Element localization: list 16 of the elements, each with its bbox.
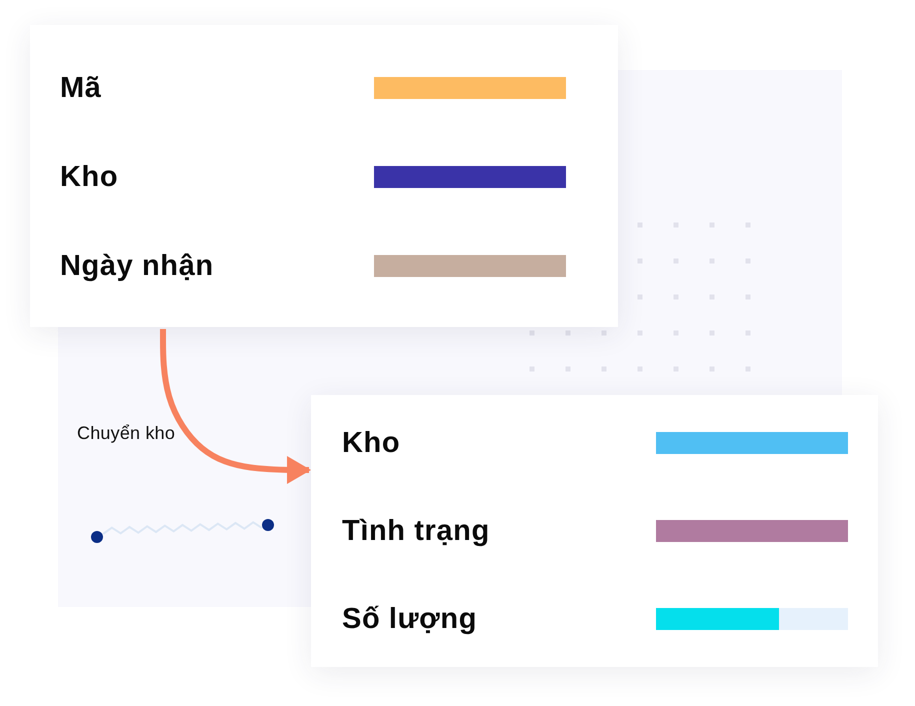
field-label: Số lượng xyxy=(342,602,478,636)
field-label: Tình trạng xyxy=(342,514,490,548)
field-label: Kho xyxy=(60,160,118,194)
value-bar xyxy=(656,432,848,454)
value-bar xyxy=(374,166,566,188)
data-card xyxy=(30,25,618,327)
value-bar xyxy=(374,77,566,99)
value-bar xyxy=(374,255,566,277)
field-label: Ngày nhận xyxy=(60,249,214,283)
arrow xyxy=(160,329,311,484)
progress-bar xyxy=(656,608,848,630)
data-card xyxy=(311,395,878,667)
field-label: Mã xyxy=(60,71,102,105)
value-bar xyxy=(656,520,848,542)
edge-label: Chuyển kho xyxy=(77,422,176,444)
field-label: Kho xyxy=(342,426,400,460)
